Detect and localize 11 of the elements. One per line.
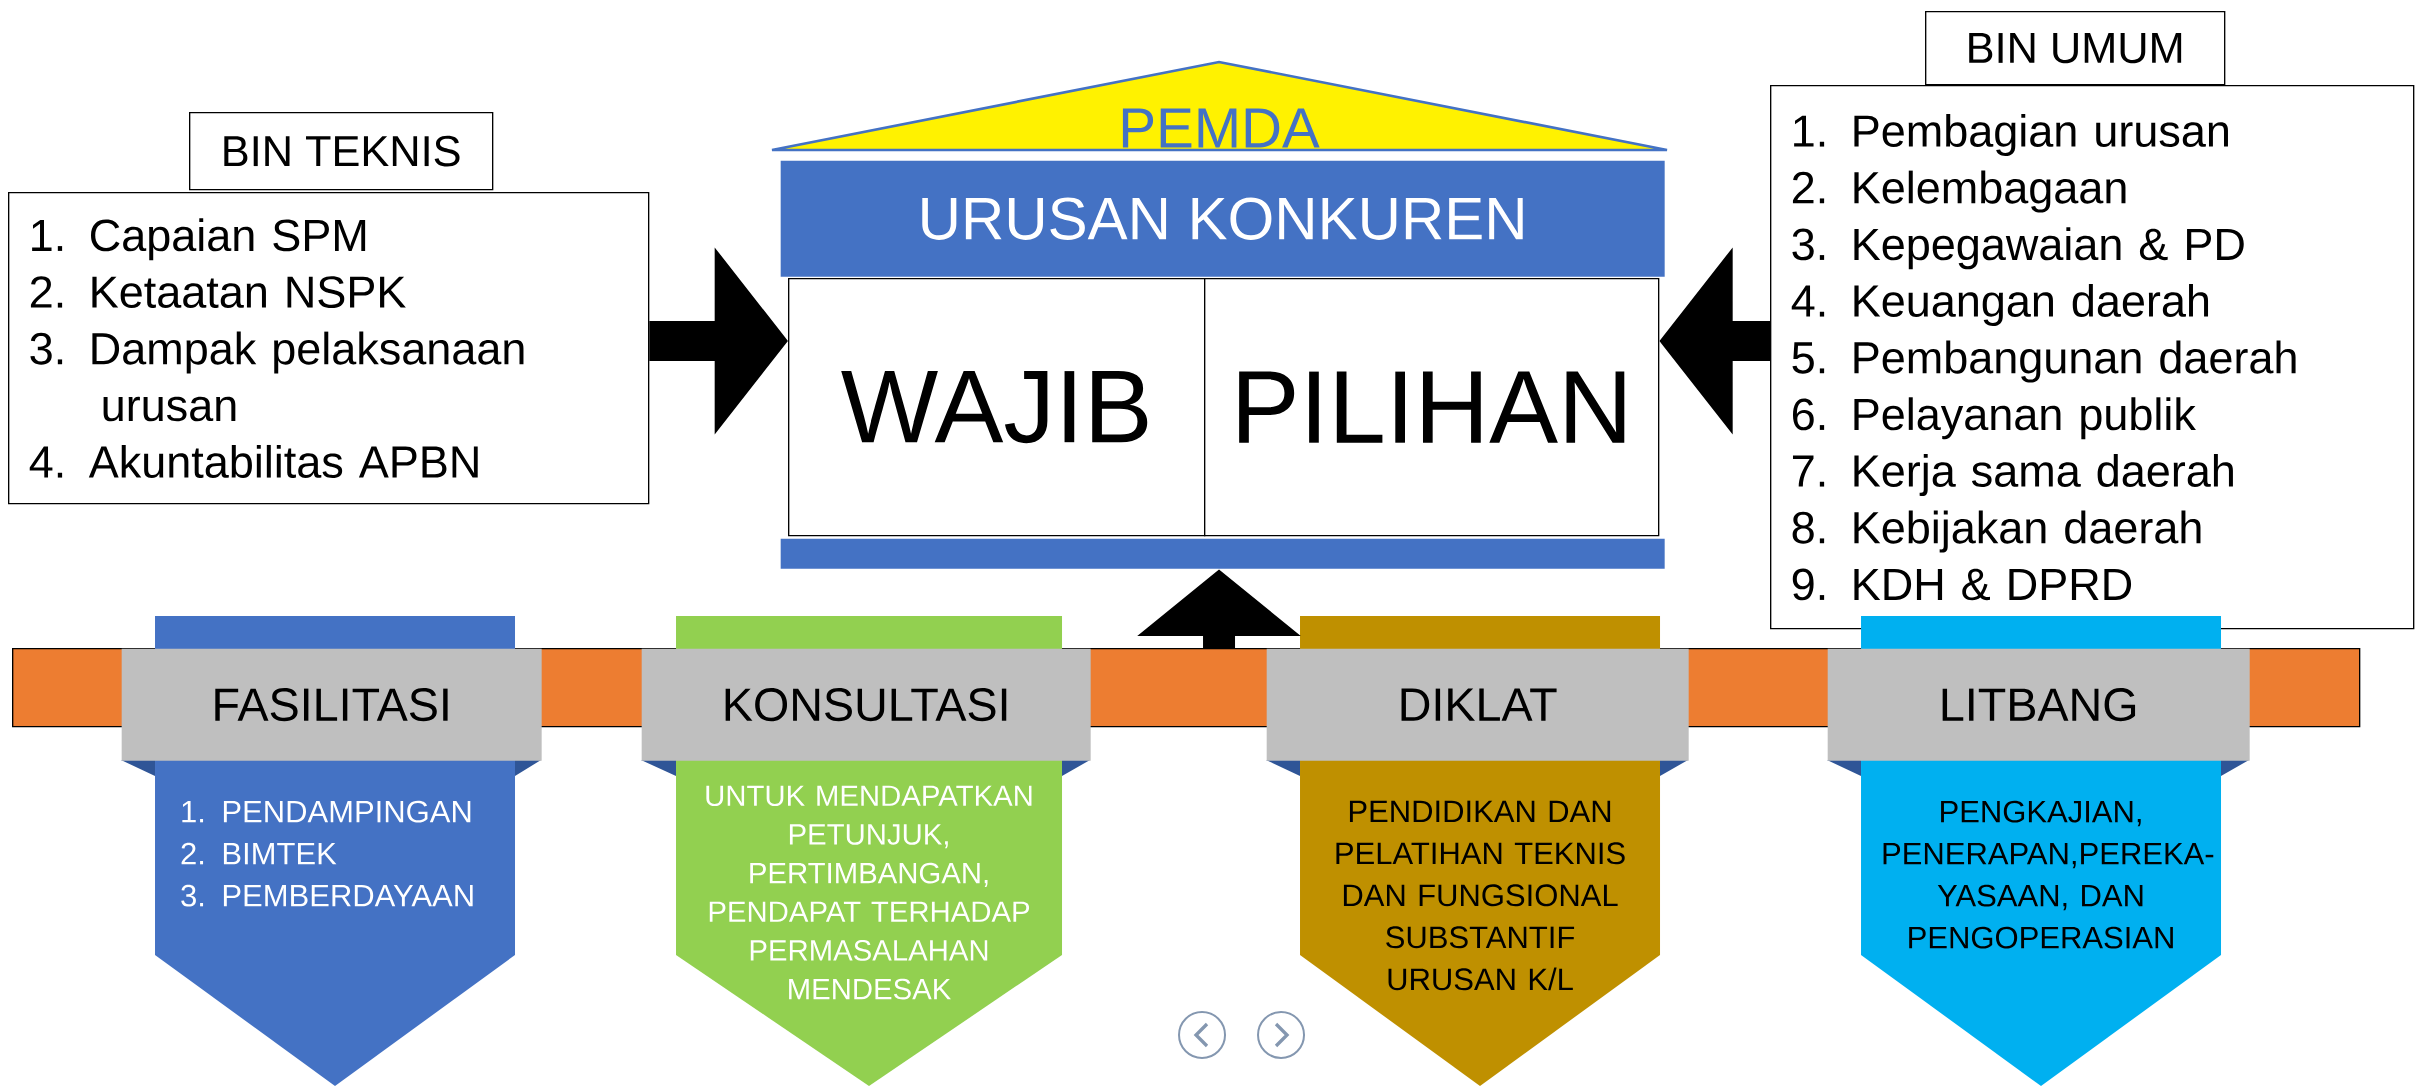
category-box: WAJIB: [788, 278, 1206, 537]
base-bar: [780, 538, 1665, 569]
tab-label: LITBANG: [1827, 648, 2250, 761]
tab-label: FASILITASI: [121, 648, 542, 761]
category-box: PILIHAN: [1204, 278, 1660, 537]
title-band: URUSAN KONKUREN: [780, 160, 1665, 277]
tab-label: KONSULTASI: [641, 648, 1091, 761]
heading-box: BIN TEKNIS: [189, 112, 494, 191]
roof-triangle: PEMDA: [770, 60, 1669, 152]
heading-box: BIN UMUM: [1925, 11, 2226, 86]
tab-label: DIKLAT: [1266, 648, 1689, 761]
